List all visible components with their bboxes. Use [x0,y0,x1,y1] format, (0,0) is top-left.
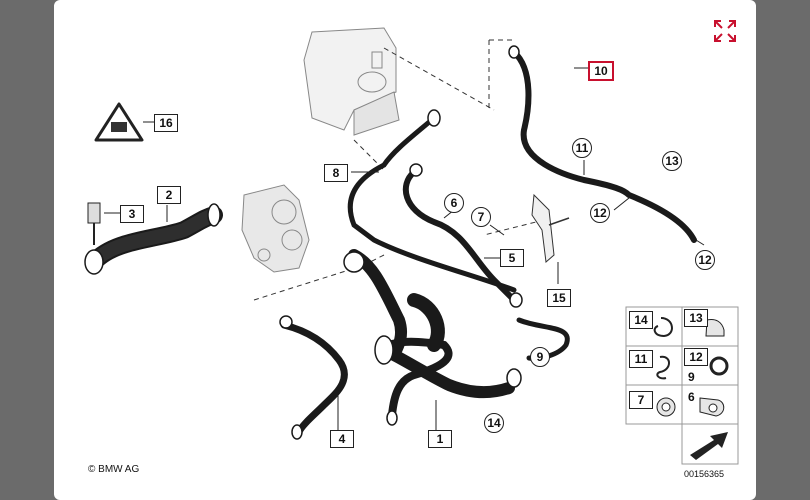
hoses [85,49,697,436]
legend-label-14[interactable]: 14 [629,311,653,329]
diagram-frame: 16 2 3 8 6 7 5 10 11 13 12 12 15 9 4 1 1… [54,0,756,500]
part-label-6[interactable]: 6 [444,193,464,213]
part-label-13[interactable]: 13 [662,151,682,171]
part-label-8[interactable]: 8 [324,164,348,182]
part-label-1[interactable]: 1 [428,430,452,448]
parts-diagram [84,27,739,465]
leader-lines [104,67,705,435]
legend-label-12[interactable]: 12 [684,348,708,366]
legend-label-9[interactable]: 9 [688,370,695,384]
part-label-11[interactable]: 11 [572,138,592,158]
part-label-5[interactable]: 5 [500,249,524,267]
arrow-icon [684,426,736,462]
hose-clamps [84,45,523,440]
part-label-3[interactable]: 3 [120,205,144,223]
part-label-7[interactable]: 7 [471,207,491,227]
image-code: 00156365 [684,469,725,479]
part-label-14[interactable]: 14 [484,413,504,433]
legend-grid [625,306,739,465]
copyright-text: © BMW AG [88,464,140,475]
part-label-16[interactable]: 16 [154,114,178,132]
part-label-4[interactable]: 4 [330,430,354,448]
warning-triangle-icon [94,102,154,142]
legend-label-13[interactable]: 13 [684,309,708,327]
legend-label-11[interactable]: 11 [629,350,653,368]
legend-label-6[interactable]: 6 [688,390,695,404]
expansion-tank [303,27,400,136]
legend-label-7[interactable]: 7 [629,391,653,409]
expand-icon[interactable] [712,18,738,44]
part-label-9[interactable]: 9 [530,347,550,367]
part-label-15[interactable]: 15 [547,289,571,307]
part-label-2[interactable]: 2 [157,186,181,204]
bracket [531,193,570,263]
temperature-sensor [87,202,101,245]
water-pump [241,184,310,273]
part-label-12b[interactable]: 12 [695,250,715,270]
part-label-10[interactable]: 10 [588,61,614,81]
part-label-12a[interactable]: 12 [590,203,610,223]
legend-parts [653,317,729,417]
